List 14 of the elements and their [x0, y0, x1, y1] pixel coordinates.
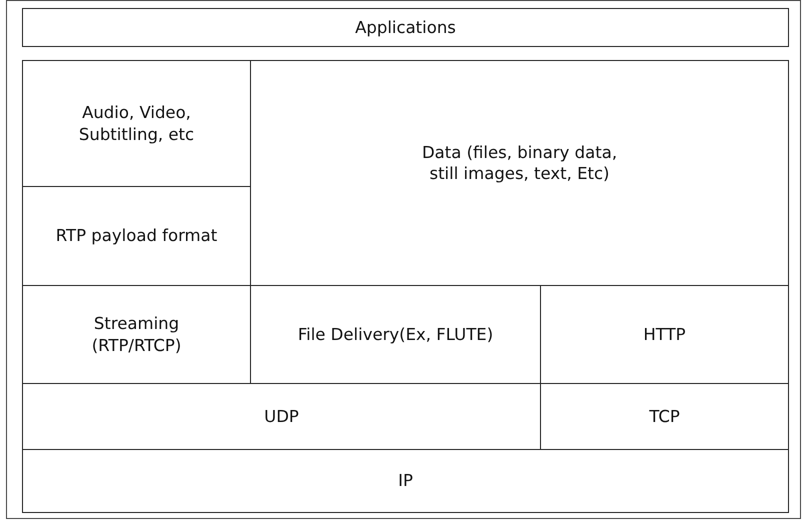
layer-label: Audio, Video, Subtitling, etc — [78, 102, 196, 145]
layer-label: HTTP — [643, 324, 686, 346]
layer-label: Streaming (RTP/RTCP) — [90, 313, 182, 356]
layer-box — [22, 60, 251, 187]
layer-label: Applications — [355, 16, 456, 38]
layer-label: IP — [398, 470, 413, 492]
layer-box — [250, 60, 789, 286]
layer-label: RTP payload format — [56, 225, 218, 247]
layer-box — [22, 449, 789, 513]
layer-label: Data (files, binary data, still images, text, Etc) — [420, 142, 618, 184]
layer-label: TCP — [649, 406, 680, 428]
layer-label: UDP — [264, 406, 299, 428]
layer-box — [22, 8, 789, 47]
layer-label: File Delivery(Ex, FLUTE) — [298, 324, 494, 346]
